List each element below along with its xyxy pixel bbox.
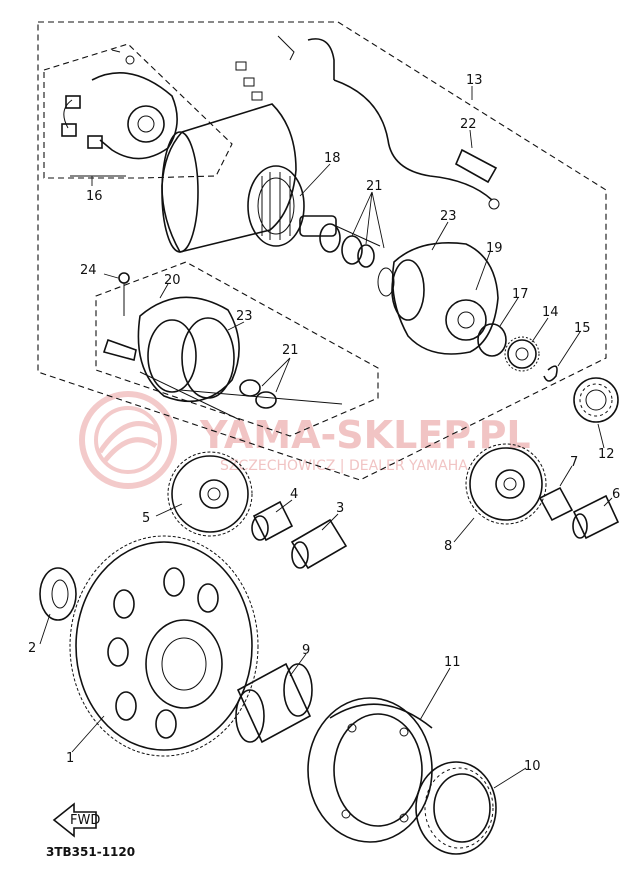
idler-shaft-2 <box>572 494 620 540</box>
callout-18: 18 <box>324 151 341 166</box>
callout-10: 10 <box>524 759 541 774</box>
one-way-clutch <box>415 761 497 855</box>
callout-24: 24 <box>80 263 97 278</box>
needle-bearing-1 <box>251 500 294 542</box>
o-ring-rear <box>181 317 235 399</box>
starter-yoke <box>161 61 297 253</box>
leader-lines <box>39 86 613 789</box>
callout-19: 19 <box>486 241 503 256</box>
callout-1: 1 <box>66 751 74 766</box>
callout-16: 16 <box>86 189 103 204</box>
starter-lead-cable <box>277 35 500 210</box>
armature <box>247 165 381 247</box>
watermark-brand: YAMA-SKLEP.PL <box>199 413 531 457</box>
drawing-code: 3TB351-1120 <box>46 845 135 859</box>
needle-bearing-2 <box>538 486 574 522</box>
brush-holder <box>61 49 178 160</box>
callout-4: 4 <box>290 487 298 502</box>
callout-11: 11 <box>444 655 461 670</box>
rear-cover <box>102 272 240 403</box>
callout-14: 14 <box>542 305 559 320</box>
forward-direction-arrow: FWD <box>52 802 100 838</box>
circlip <box>543 365 558 382</box>
washer-set-lower <box>239 379 277 409</box>
sub-assembly-boundary-20 <box>95 261 379 437</box>
starter-motor-assembly-boundary <box>37 21 607 481</box>
callout-22: 22 <box>460 117 477 132</box>
callout-3: 3 <box>336 501 344 516</box>
callout-labels: 1 2 3 4 5 6 7 8 9 10 11 12 13 14 15 16 1… <box>28 73 620 774</box>
clutch-housing <box>307 697 433 843</box>
starter-wheel-gear <box>69 535 259 757</box>
sub-assembly-boundary-16 <box>43 43 233 179</box>
through-bolts <box>139 371 343 421</box>
callout-21-lower: 21 <box>282 343 299 358</box>
pinion-gear <box>504 336 540 372</box>
callout-13: 13 <box>466 73 483 88</box>
callout-9: 9 <box>302 643 310 658</box>
watermark-subline: SZCZECHOWICZ | DEALER YAMAHA <box>220 458 468 474</box>
callout-8: 8 <box>444 539 452 554</box>
callout-2: 2 <box>28 641 36 656</box>
callout-6: 6 <box>612 487 620 502</box>
front-cover <box>377 242 499 355</box>
idler-shaft-1 <box>290 518 348 570</box>
idler-gear-1 <box>167 451 253 537</box>
needle-bearing-3 <box>235 662 313 744</box>
callout-12: 12 <box>598 447 615 462</box>
callout-15: 15 <box>574 321 591 336</box>
fwd-label: FWD <box>70 813 100 828</box>
callout-23-lower: 23 <box>236 309 253 324</box>
idler-gear-2 <box>465 443 547 525</box>
watermark-logo-icon <box>79 391 177 489</box>
callout-7: 7 <box>570 455 578 470</box>
washer-set-upper <box>319 223 375 268</box>
callout-21-upper: 21 <box>366 179 383 194</box>
ball-bearing <box>573 377 619 423</box>
callout-5: 5 <box>142 511 150 526</box>
callout-23-upper: 23 <box>440 209 457 224</box>
callout-17: 17 <box>512 287 529 302</box>
thrust-washer <box>39 567 77 621</box>
callout-20: 20 <box>164 273 181 288</box>
o-ring <box>477 323 507 357</box>
watermark: YAMA-SKLEP.PL SZCZECHOWICZ | DEALER YAMA… <box>79 391 531 489</box>
